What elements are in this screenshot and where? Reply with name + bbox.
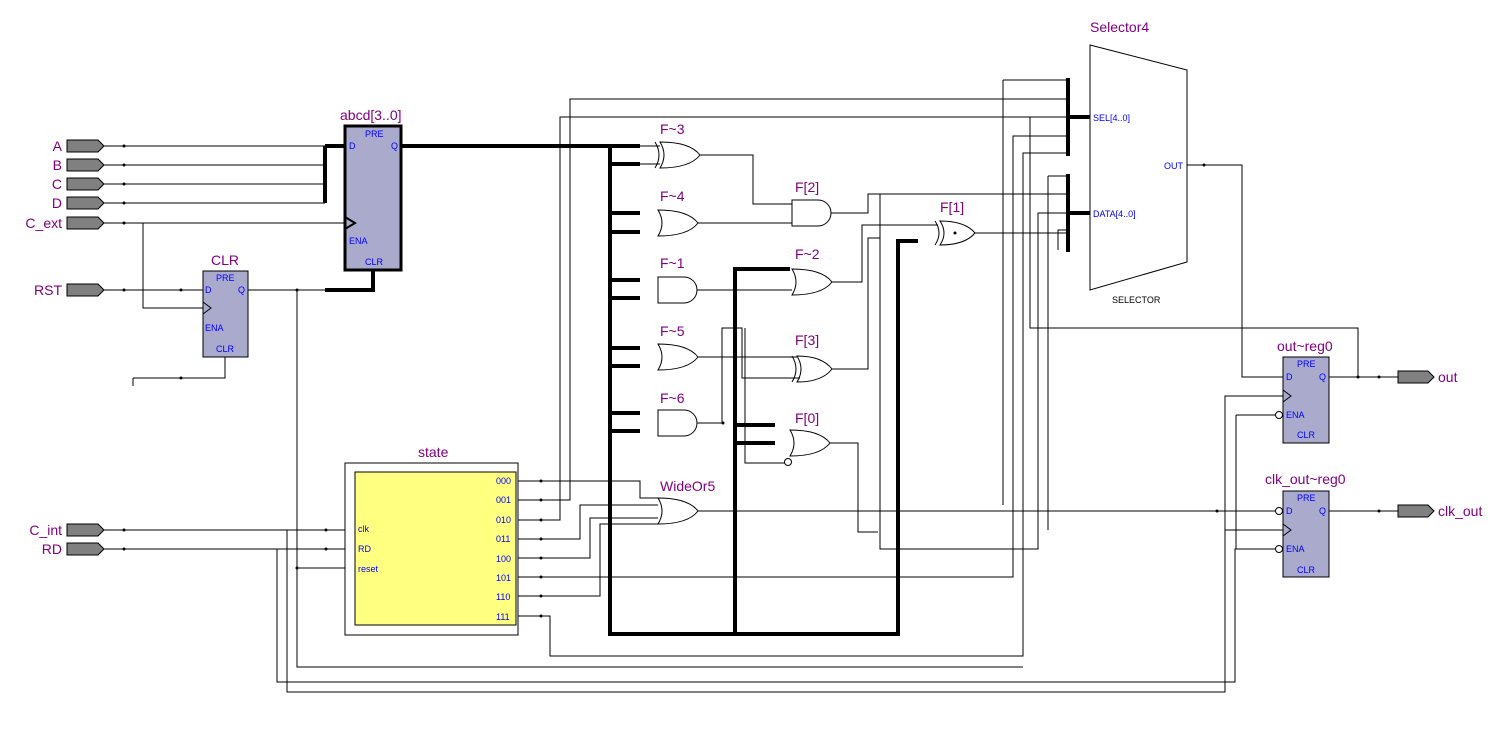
register-abcd-ena: ENA bbox=[349, 236, 368, 246]
selector4-sel: SEL[4..0] bbox=[1093, 113, 1130, 123]
register-clr-ena: ENA bbox=[205, 323, 224, 333]
gate-f2-and-label: F[2] bbox=[795, 179, 819, 195]
register-abcd-title: abcd[3..0] bbox=[340, 107, 402, 123]
input-pin-RD-label: RD bbox=[42, 541, 62, 557]
wires-out bbox=[1235, 375, 1398, 549]
output-pin-clk_out-label: clk_out bbox=[1438, 503, 1482, 519]
input-pin-D-label: D bbox=[52, 195, 62, 211]
register-clr-title: CLR bbox=[211, 252, 239, 268]
state-input-clk: clk bbox=[358, 524, 369, 534]
register-out-d: D bbox=[1286, 372, 1293, 382]
output-pin-clk_out[interactable]: clk_out bbox=[1397, 503, 1482, 519]
input-pin-RST[interactable]: RST bbox=[34, 282, 105, 298]
gate-f2-or[interactable]: F~2 bbox=[791, 246, 833, 296]
register-clk-out-title: clk_out~reg0 bbox=[1265, 471, 1346, 487]
register-abcd[interactable]: abcd[3..0] PRE D Q ENA CLR bbox=[340, 107, 403, 272]
state-output-100: 100 bbox=[496, 554, 511, 564]
input-pin-RD[interactable]: RD bbox=[42, 541, 105, 557]
input-pin-A[interactable]: A bbox=[53, 138, 105, 154]
state-output-101: 101 bbox=[496, 573, 511, 583]
output-pin-out[interactable]: out bbox=[1397, 369, 1458, 385]
register-abcd-clr: CLR bbox=[365, 257, 384, 267]
register-out-q: Q bbox=[1319, 372, 1326, 382]
state-input-rd: RD bbox=[358, 544, 371, 554]
selector4[interactable]: Selector4 SEL[4..0] DATA[4..0] OUT SELEC… bbox=[1066, 19, 1188, 305]
input-pin-D[interactable]: D bbox=[52, 195, 105, 211]
input-pin-RST-label: RST bbox=[34, 282, 62, 298]
register-clr-clr: CLR bbox=[216, 344, 235, 354]
register-abcd-pre: PRE bbox=[365, 129, 384, 139]
gate-f1-xor[interactable]: F[1] bbox=[934, 199, 976, 246]
selector4-type: SELECTOR bbox=[1112, 295, 1161, 305]
input-pin-B[interactable]: B bbox=[53, 157, 105, 173]
gate-f1-label: F~1 bbox=[660, 255, 685, 271]
input-pin-A-label: A bbox=[53, 138, 63, 154]
wires-clk-out bbox=[1225, 509, 1398, 531]
wires-gates bbox=[697, 154, 1275, 550]
gate-f6-and[interactable]: F~6 bbox=[657, 390, 698, 437]
register-clk-out[interactable]: clk_out~reg0 PRE D Q ENA CLR bbox=[1265, 471, 1346, 578]
gate-f0-label: F[0] bbox=[795, 410, 819, 426]
state-machine-title: state bbox=[418, 444, 449, 460]
gate-f3-label: F~3 bbox=[660, 121, 685, 137]
register-clr-q: Q bbox=[238, 285, 245, 295]
gate-f1-xor-label: F[1] bbox=[940, 199, 964, 215]
input-pin-C_ext[interactable]: C_ext bbox=[25, 215, 105, 231]
gate-f0-or[interactable]: F[0] bbox=[784, 410, 831, 466]
register-clr-d: D bbox=[205, 285, 212, 295]
gate-f3-xor-out[interactable]: F[3] bbox=[791, 332, 833, 383]
input-pin-C_int[interactable]: C_int bbox=[29, 522, 105, 538]
register-out-clr: CLR bbox=[1297, 430, 1316, 440]
register-out-pre: PRE bbox=[1297, 359, 1316, 369]
state-output-010: 010 bbox=[496, 515, 511, 525]
state-output-011: 011 bbox=[496, 534, 510, 544]
selector4-out: OUT bbox=[1164, 161, 1184, 171]
output-pin-out-label: out bbox=[1438, 369, 1458, 385]
input-pin-C_ext-label: C_ext bbox=[25, 215, 62, 231]
register-abcd-d: D bbox=[349, 141, 356, 151]
gate-f2-and[interactable]: F[2] bbox=[791, 179, 832, 227]
gate-f4-or[interactable]: F~4 bbox=[657, 188, 699, 237]
state-output-110: 110 bbox=[496, 592, 510, 602]
register-out-ena: ENA bbox=[1286, 410, 1305, 420]
gate-f5-label: F~5 bbox=[660, 323, 685, 339]
register-clk-out-ena: ENA bbox=[1286, 544, 1305, 554]
state-output-111: 111 bbox=[496, 612, 510, 622]
gate-wideor5-label: WideOr5 bbox=[660, 478, 715, 494]
bus-abcd-q bbox=[401, 144, 918, 636]
register-clk-out-clr: CLR bbox=[1297, 565, 1316, 575]
gate-f5-or[interactable]: F~5 bbox=[657, 323, 699, 371]
gate-f2-or-label: F~2 bbox=[795, 246, 820, 262]
input-pin-C-label: C bbox=[52, 176, 62, 192]
register-clr-pre: PRE bbox=[216, 273, 235, 283]
state-machine[interactable]: state clk RD reset 000 001 010 011 100 1… bbox=[344, 444, 519, 636]
gate-f4-label: F~4 bbox=[660, 188, 685, 204]
register-clr[interactable]: CLR PRE D Q ENA CLR bbox=[202, 252, 249, 358]
state-input-reset: reset bbox=[358, 564, 379, 574]
gate-f3-xor[interactable]: F~3 bbox=[640, 121, 701, 169]
input-pin-C_int-label: C_int bbox=[29, 522, 62, 538]
register-clk-out-d: D bbox=[1286, 506, 1293, 516]
register-abcd-q: Q bbox=[391, 141, 398, 151]
selector4-data: DATA[4..0] bbox=[1093, 209, 1136, 219]
gate-f6-label: F~6 bbox=[660, 390, 685, 406]
gate-f3-xor-label: F[3] bbox=[795, 332, 819, 348]
input-pin-C[interactable]: C bbox=[52, 176, 105, 192]
wires-state bbox=[104, 79, 1283, 693]
register-clk-out-q: Q bbox=[1319, 506, 1326, 516]
wires-abcd-inputs bbox=[104, 144, 1023, 668]
state-output-000: 000 bbox=[496, 476, 511, 486]
input-pin-B-label: B bbox=[53, 157, 62, 173]
register-out-title: out~reg0 bbox=[1277, 338, 1333, 354]
gate-f1-and[interactable]: F~1 bbox=[657, 255, 698, 304]
register-out[interactable]: out~reg0 PRE D Q ENA CLR bbox=[1275, 338, 1333, 444]
register-clk-out-pre: PRE bbox=[1297, 493, 1316, 503]
wires-selector-out bbox=[1029, 117, 1359, 378]
gate-wideor5[interactable]: WideOr5 bbox=[657, 478, 715, 525]
selector4-title: Selector4 bbox=[1090, 19, 1149, 35]
state-output-001: 001 bbox=[496, 495, 511, 505]
